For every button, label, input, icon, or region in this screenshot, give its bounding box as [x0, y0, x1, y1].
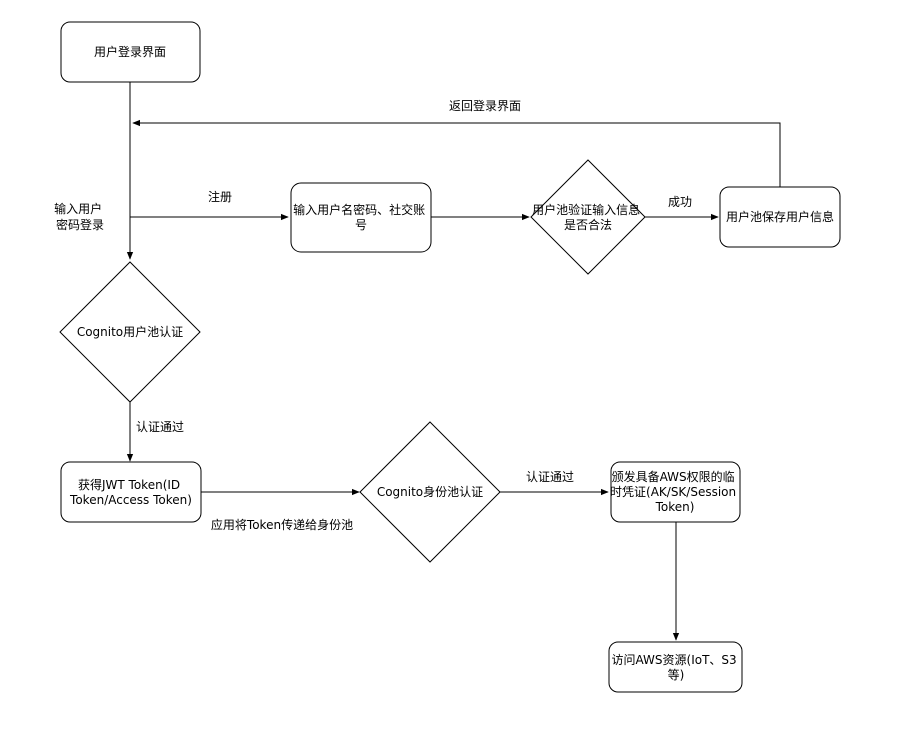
label-input-info: 输入用户名密码、社交账 号: [293, 202, 429, 232]
node-get-jwt: [60, 461, 202, 523]
edge-return-login: [132, 119, 781, 188]
edge-label-auth-passed-1: 认证通过: [136, 420, 184, 434]
label-input-info-line1: 输入用户名密码、社交账: [293, 202, 425, 217]
label-input-info-line2: 号: [355, 218, 367, 232]
label-issue-credentials-line3: Token): [655, 500, 695, 514]
edge-label-success: 成功: [668, 195, 692, 209]
edge-label-register: 注册: [208, 189, 232, 204]
edge-label-auth-passed-2: 认证通过: [526, 470, 574, 484]
node-login-page: [60, 21, 201, 83]
node-issue-credentials: [610, 461, 741, 523]
edge-label-input-login-line1: 输入用户: [54, 201, 102, 216]
label-get-jwt-line2: Token/Access Token): [69, 493, 192, 507]
node-save-info: [719, 186, 841, 248]
node-cognito-user-pool: [59, 261, 201, 403]
label-validate-line1: 用户池验证输入信息: [532, 202, 640, 217]
label-cognito-identity-pool: Cognito身份池认证: [377, 484, 483, 499]
node-access-aws: [608, 641, 743, 693]
edge-label-pass-token: 应用将Token传递给身份池: [211, 517, 353, 532]
edge-label-input-login-line2: 密码登录: [56, 217, 104, 232]
label-access-aws-line1: 访问AWS资源(IoT、S3: [611, 653, 736, 667]
label-get-jwt-line1: 获得JWT Token(ID: [78, 477, 180, 492]
label-save-info: 用户池保存用户信息: [726, 209, 834, 224]
node-cognito-identity-pool: [359, 421, 501, 563]
label-issue-credentials: 颁发具备AWS权限的临 时凭证(AK/SK/Session Token): [610, 469, 740, 514]
label-get-jwt: 获得JWT Token(ID Token/Access Token): [69, 477, 192, 507]
label-login-page: 用户登录界面: [94, 44, 166, 59]
label-access-aws-line2: 等): [668, 668, 685, 682]
label-access-aws: 访问AWS资源(IoT、S3 等): [611, 653, 740, 682]
node-validate: [530, 159, 646, 275]
label-validate: 用户池验证输入信息 是否合法: [532, 202, 644, 232]
label-issue-credentials-line1: 颁发具备AWS权限的临: [612, 469, 735, 484]
label-validate-line2: 是否合法: [564, 217, 612, 232]
label-issue-credentials-line2: 时凭证(AK/SK/Session: [610, 484, 736, 499]
label-cognito-user-pool: Cognito用户池认证: [77, 324, 183, 339]
edge-label-input-login: 输入用户 密码登录: [54, 201, 106, 232]
node-input-info: [290, 182, 432, 253]
edge-label-return-login: 返回登录界面: [449, 98, 521, 113]
